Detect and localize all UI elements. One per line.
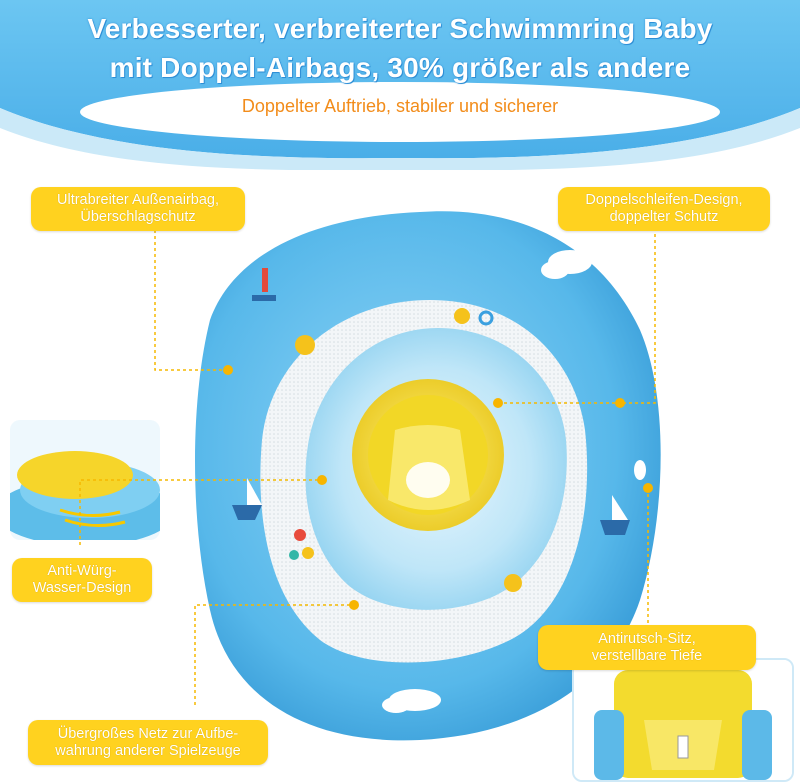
callout-double-loop-line2: doppelter Schutz	[609, 209, 719, 225]
callout-outer-airbag: Ultrabreiter Außenairbag, Überschlagschu…	[31, 187, 245, 231]
callout-anti-choke-line1: Anti-Würg-	[47, 563, 117, 579]
anti-choke-inset-image	[10, 420, 160, 540]
title-line-1: Verbesserter, verbreiterter Schwimmring …	[87, 13, 713, 44]
callout-net-line2: wahrung anderer Spielzeuge	[55, 742, 241, 759]
callout-anti-choke-line2: Wasser-Design	[32, 580, 132, 596]
callout-outer-airbag-line1: Ultrabreiter Außenairbag,	[57, 192, 219, 208]
adjustable-seat-inset-image	[572, 658, 794, 782]
callout-outer-airbag-line2: Überschlagschutz	[80, 209, 196, 225]
callout-net: Übergroßes Netz zur Aufbe- wahrung ander…	[28, 720, 268, 765]
subtitle: Doppelter Auftrieb, stabiler und sichere…	[241, 96, 559, 116]
title-line-2: mit Doppel-Airbags, 30% größer als ander…	[109, 52, 691, 83]
callout-double-loop: Doppelschleifen-Design, doppelter Schutz	[558, 187, 770, 231]
callout-anti-choke: Anti-Würg- Wasser-Design	[12, 558, 152, 602]
callout-net-line1: Übergroßes Netz zur Aufbe-	[57, 725, 239, 742]
callout-anti-slip: Antirutsch-Sitz, verstellbare Tiefe	[538, 625, 756, 670]
callout-anti-slip-line2: verstellbare Tiefe	[591, 647, 703, 664]
callout-anti-slip-line1: Antirutsch-Sitz,	[598, 630, 696, 647]
callout-double-loop-line1: Doppelschleifen-Design,	[585, 192, 743, 208]
header-banner	[0, 0, 800, 170]
